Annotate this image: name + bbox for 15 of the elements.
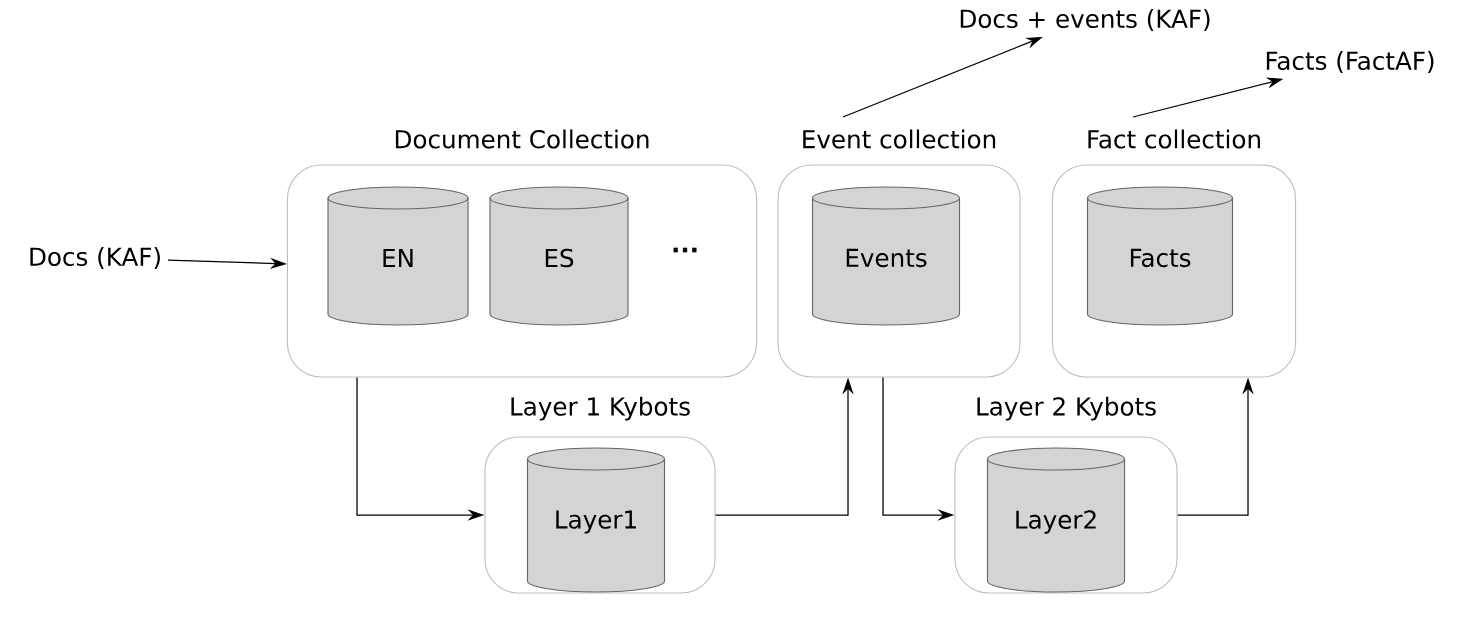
ellipsis: ... xyxy=(673,247,697,253)
flow-label: Docs (KAF) xyxy=(30,247,160,269)
box-heading: Layer 1 Kybots xyxy=(511,396,690,421)
database-cylinder: Layer1 xyxy=(526,447,666,593)
box-heading: Fact collection xyxy=(1088,129,1260,149)
database-cylinder: Events xyxy=(811,186,961,326)
database-cylinder: ES xyxy=(489,186,629,326)
database-cylinder: Facts xyxy=(1086,186,1234,326)
database-cylinder: Layer2 xyxy=(986,447,1126,593)
box-heading: Layer 2 Kybots xyxy=(977,396,1156,421)
box-heading: Event collection xyxy=(803,129,996,149)
box-heading: Document Collection xyxy=(395,129,649,149)
flow-label: Docs + events (KAF) xyxy=(960,9,1210,31)
database-cylinder: EN xyxy=(327,186,469,326)
flow-label: Facts (FactAF) xyxy=(1266,51,1434,73)
